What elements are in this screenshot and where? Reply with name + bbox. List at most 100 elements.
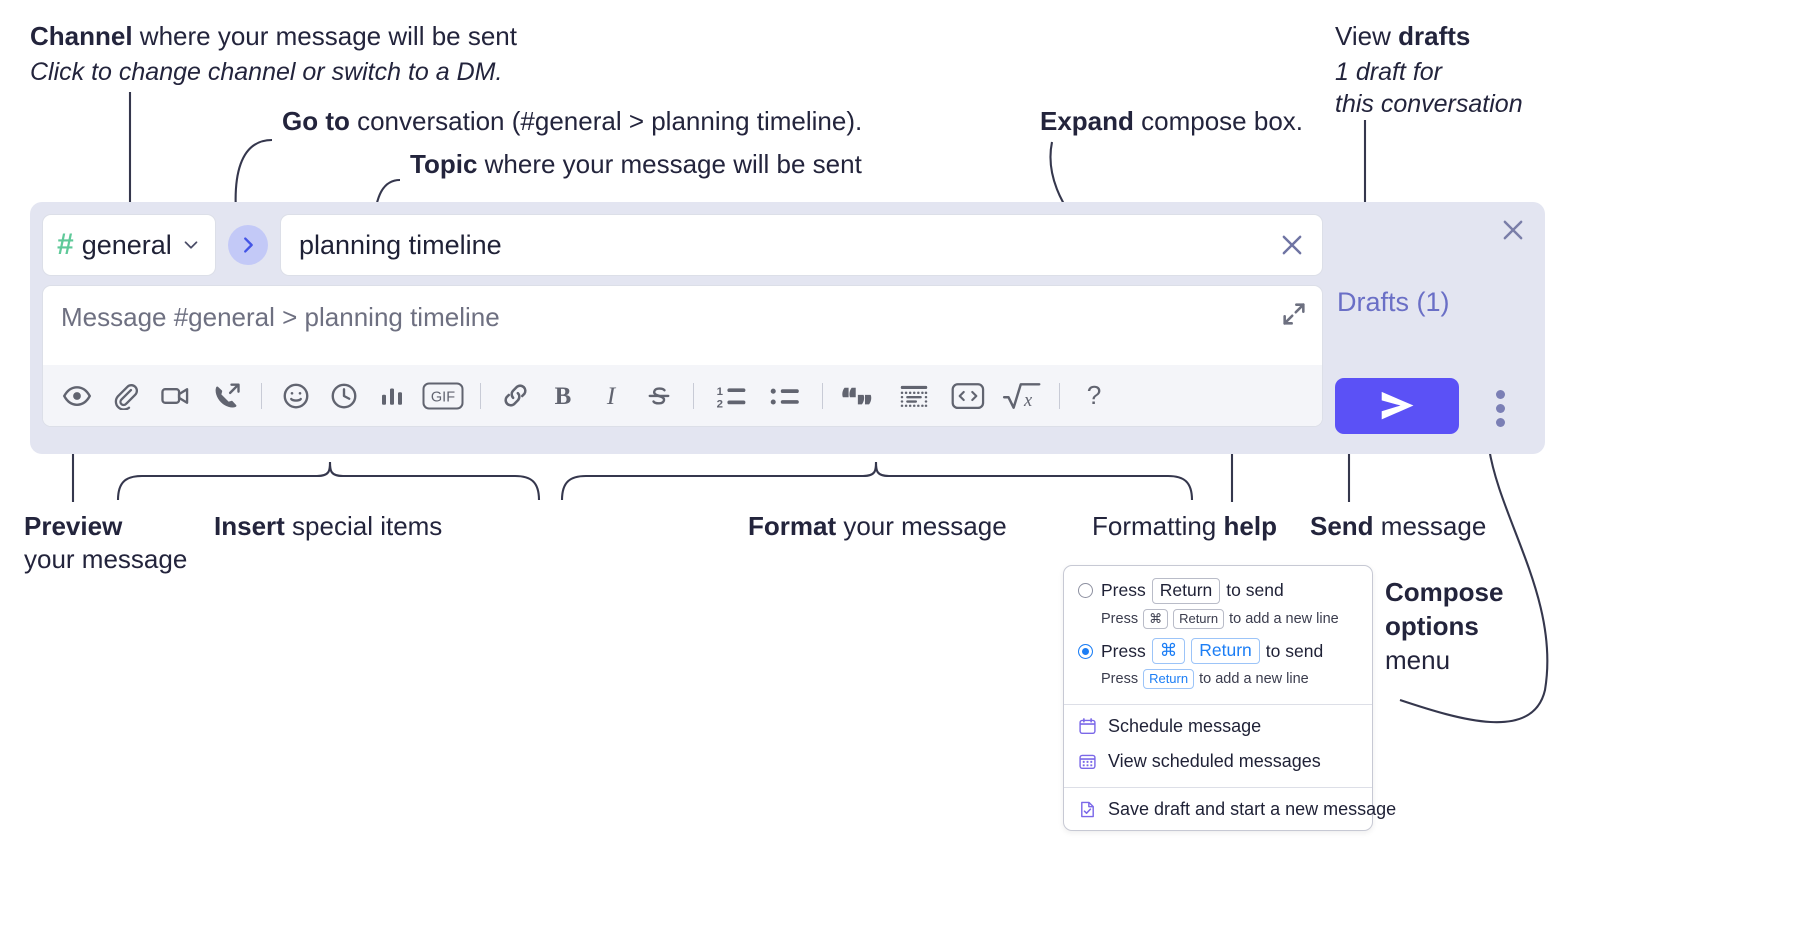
kebab-dot bbox=[1495, 389, 1505, 399]
ordered-list-icon[interactable]: 1 2 bbox=[704, 374, 758, 418]
compose-box: # general planning timeline Message #gen… bbox=[30, 202, 1545, 454]
kebab-dot bbox=[1495, 403, 1505, 413]
link-icon[interactable] bbox=[491, 374, 539, 418]
send-option-return-hint: Press ⌘ Return to add a new line bbox=[1064, 606, 1372, 636]
key-return: Return bbox=[1151, 578, 1221, 604]
send-option-cmd-return-hint: Press Return to add a new line bbox=[1064, 666, 1372, 696]
clock-icon[interactable] bbox=[320, 374, 368, 418]
topic-input[interactable]: planning timeline bbox=[280, 214, 1323, 276]
audio-clip-icon[interactable] bbox=[203, 374, 251, 418]
key-return: Return bbox=[1143, 669, 1195, 690]
message-placeholder: Message #general > planning timeline bbox=[61, 302, 500, 332]
drafts-link[interactable]: Drafts (1) bbox=[1337, 287, 1450, 317]
annotation-preview: Preview your message bbox=[24, 510, 187, 577]
option1-sub-prefix: Press bbox=[1101, 611, 1139, 627]
blockquote-icon[interactable] bbox=[833, 374, 887, 418]
code-block-icon[interactable] bbox=[887, 374, 941, 418]
close-icon[interactable] bbox=[1499, 216, 1527, 244]
help-icon[interactable]: ? bbox=[1070, 374, 1118, 418]
svg-text:B: B bbox=[555, 383, 572, 410]
menu-item-label: Schedule message bbox=[1108, 716, 1262, 737]
annotation-preview-line1: Preview bbox=[24, 511, 123, 541]
option1-sub-suffix: to add a new line bbox=[1229, 611, 1339, 627]
annotation-compose-line3: menu bbox=[1385, 644, 1451, 675]
compose-options-button[interactable] bbox=[1483, 388, 1517, 428]
send-button[interactable] bbox=[1335, 378, 1459, 434]
annotation-send: Send message bbox=[1310, 510, 1486, 543]
attachment-icon[interactable] bbox=[101, 374, 149, 418]
menu-item-save-draft[interactable]: Save draft and start a new message bbox=[1064, 792, 1396, 830]
radio-button[interactable] bbox=[1078, 583, 1093, 599]
video-camera-icon[interactable] bbox=[149, 374, 203, 418]
svg-text:x: x bbox=[1023, 389, 1033, 409]
message-input[interactable]: Message #general > planning timeline bbox=[43, 286, 1322, 365]
annotation-expand-bold: Expand bbox=[1040, 106, 1134, 136]
send-option-return[interactable]: Press Return to send bbox=[1064, 576, 1372, 606]
annotation-formatting-help: Formatting help bbox=[1092, 510, 1277, 543]
strikethrough-icon[interactable] bbox=[635, 374, 683, 418]
annotation-drafts-bold: drafts bbox=[1398, 21, 1471, 51]
gif-icon[interactable]: GIF bbox=[416, 374, 470, 418]
bold-icon[interactable]: B bbox=[539, 374, 587, 418]
annotation-compose-line2: options bbox=[1385, 610, 1479, 641]
toolbar-divider bbox=[693, 382, 694, 409]
help-label: ? bbox=[1087, 381, 1102, 410]
option2-sub-suffix: to add a new line bbox=[1199, 671, 1309, 688]
annotation-channel-rest: where your message will be sent bbox=[132, 21, 517, 51]
poll-icon[interactable] bbox=[368, 374, 416, 418]
annotation-help-prefix: Formatting bbox=[1092, 511, 1224, 541]
clear-topic-icon[interactable] bbox=[1278, 231, 1306, 259]
math-icon[interactable]: x bbox=[995, 374, 1049, 418]
italic-icon[interactable]: I bbox=[587, 374, 635, 418]
annotation-drafts-sub1: 1 draft for bbox=[1335, 58, 1442, 87]
annotation-channel-bold: Channel bbox=[30, 21, 133, 51]
gif-label: GIF bbox=[431, 389, 455, 405]
send-arrow-icon bbox=[1381, 391, 1414, 420]
menu-item-label: Save draft and start a new message bbox=[1108, 799, 1397, 820]
topic-value: planning timeline bbox=[299, 229, 502, 260]
key-command: ⌘ bbox=[1143, 608, 1169, 630]
compose-main-column: # general planning timeline Message #gen… bbox=[42, 214, 1323, 427]
key-command: ⌘ bbox=[1151, 638, 1186, 664]
option2-prefix: Press bbox=[1101, 640, 1146, 661]
toolbar-divider bbox=[1059, 382, 1060, 409]
preview-icon[interactable] bbox=[53, 374, 101, 418]
annotation-expand: Expand compose box. bbox=[1040, 105, 1303, 138]
radio-button-selected[interactable] bbox=[1078, 643, 1093, 659]
annotation-insert-rest: special items bbox=[284, 511, 443, 541]
channel-selector[interactable]: # general bbox=[42, 214, 216, 276]
option2-sub-prefix: Press bbox=[1101, 671, 1139, 688]
option2-suffix: to send bbox=[1265, 640, 1324, 661]
menu-item-label: View scheduled messages bbox=[1108, 751, 1321, 772]
kebab-dot bbox=[1495, 417, 1505, 427]
svg-text:I: I bbox=[606, 383, 617, 410]
menu-item-schedule-message[interactable]: Schedule message bbox=[1064, 709, 1372, 744]
annotation-send-rest: message bbox=[1373, 511, 1487, 541]
annotation-insert-bold: Insert bbox=[214, 511, 285, 541]
compose-right-column: Drafts (1) bbox=[1323, 202, 1545, 454]
toolbar-divider bbox=[261, 382, 262, 409]
annotation-channel-sub: Click to change channel or switch to a D… bbox=[30, 58, 503, 87]
compose-options-menu: Press Return to send Press ⌘ Return to a… bbox=[1063, 565, 1396, 832]
menu-item-view-scheduled-messages[interactable]: View scheduled messages bbox=[1064, 744, 1372, 779]
message-input-container: Message #general > planning timeline bbox=[42, 285, 1323, 427]
send-option-cmd-return[interactable]: Press ⌘ Return to send bbox=[1064, 636, 1372, 666]
annotation-help-bold: help bbox=[1223, 511, 1277, 541]
goto-conversation-button[interactable] bbox=[228, 225, 268, 265]
menu-divider bbox=[1064, 704, 1372, 706]
emoji-icon[interactable] bbox=[272, 374, 320, 418]
compose-header-row: # general planning timeline bbox=[42, 214, 1323, 276]
option1-prefix: Press bbox=[1101, 580, 1146, 601]
option1-suffix: to send bbox=[1226, 580, 1284, 601]
toolbar-divider bbox=[822, 382, 823, 409]
annotation-expand-rest: compose box. bbox=[1133, 106, 1304, 136]
menu-divider bbox=[1064, 787, 1372, 789]
annotation-goto-bold: Go to bbox=[282, 106, 350, 136]
annotation-compose-line1: Compose bbox=[1385, 577, 1504, 607]
bulleted-list-icon[interactable] bbox=[758, 374, 812, 418]
inline-code-icon[interactable] bbox=[941, 374, 995, 418]
svg-text:2: 2 bbox=[717, 398, 723, 410]
annotation-goto: Go to conversation (#general > planning … bbox=[282, 105, 862, 138]
expand-icon[interactable] bbox=[1280, 300, 1308, 328]
